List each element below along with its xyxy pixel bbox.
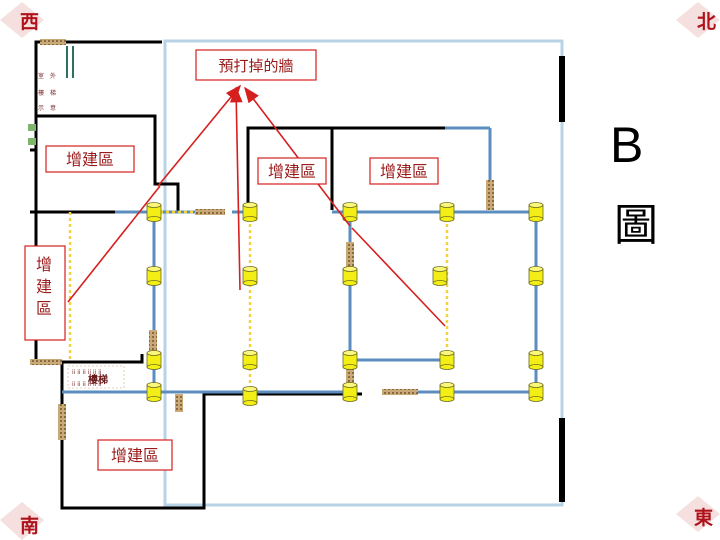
note-char: 梯 [50, 89, 56, 97]
walls [30, 40, 445, 510]
columns [146, 202, 544, 406]
svg-text:預打掉的牆: 預打掉的牆 [218, 57, 293, 75]
svg-text:增建區: 增建區 [268, 162, 316, 181]
column-marker [242, 386, 258, 406]
note-char: 示 [38, 105, 44, 112]
svg-text:南: 南 [20, 515, 39, 537]
column-marker [432, 266, 448, 286]
grid-lines [68, 210, 449, 392]
column-marker [528, 202, 544, 222]
column-marker [242, 266, 258, 286]
svg-text:增建區: 增建區 [380, 162, 428, 181]
column-marker [242, 202, 258, 222]
svg-text:西: 西 [20, 11, 39, 33]
svg-text:ii ii ii ii ii ii: ii ii ii ii ii ii [72, 369, 102, 376]
demolition-arrows [67, 84, 446, 327]
window-mark [28, 138, 36, 145]
zone-middle: 增建區 [257, 157, 327, 185]
zone-bottom: 增建區 [97, 439, 173, 471]
column-marker [146, 266, 162, 286]
svg-text:東: 東 [694, 506, 713, 529]
compass-north: 北 [676, 2, 720, 38]
svg-text:增建區: 增建區 [111, 446, 159, 465]
wall-note-box: 預打掉的牆 [195, 49, 317, 81]
svg-text:樓梯: 樓梯 [88, 373, 108, 386]
brick-walls [30, 39, 494, 440]
svg-text:ii ii ii ii ii ii: ii ii ii ii ii ii [72, 381, 102, 388]
column-marker [342, 350, 358, 370]
svg-text:建: 建 [36, 277, 52, 296]
building-outline [163, 39, 564, 507]
column-marker [528, 350, 544, 370]
outdoor-stair-note: 室外樓梯示意 [38, 72, 56, 112]
note-char: 室 [38, 72, 44, 80]
column-marker [146, 382, 162, 402]
compass-west: 西 [0, 2, 44, 38]
svg-text:北: 北 [697, 11, 716, 33]
column-marker [342, 202, 358, 222]
note-char: 意 [50, 104, 56, 112]
zone-top-left: 增建區 [45, 145, 135, 173]
column-marker [439, 350, 455, 370]
compass-east: 東 [676, 496, 720, 532]
column-marker [439, 382, 455, 402]
drawing-letter: B [610, 117, 643, 173]
note-char: 外 [50, 72, 56, 80]
column-marker [528, 382, 544, 402]
column-marker [342, 382, 358, 402]
column-marker [439, 202, 455, 222]
column-marker [146, 202, 162, 222]
note-char: 樓 [38, 89, 44, 97]
window-mark [28, 124, 36, 131]
stairs: ii ii ii ii ii ii ii ii ii ii ii ii 樓梯 [67, 365, 125, 389]
svg-text:增: 增 [36, 255, 52, 274]
column-marker [342, 266, 358, 286]
svg-text:增建區: 增建區 [66, 150, 114, 169]
column-marker [242, 350, 258, 370]
drawing-char: 圖 [614, 200, 658, 251]
column-marker [146, 350, 162, 370]
svg-text:區: 區 [36, 299, 52, 318]
column-marker [528, 266, 544, 286]
zone-left-vertical: 增 建 區 [24, 245, 66, 341]
compass-south: 南 [0, 502, 44, 540]
zone-right: 增建區 [369, 157, 439, 185]
